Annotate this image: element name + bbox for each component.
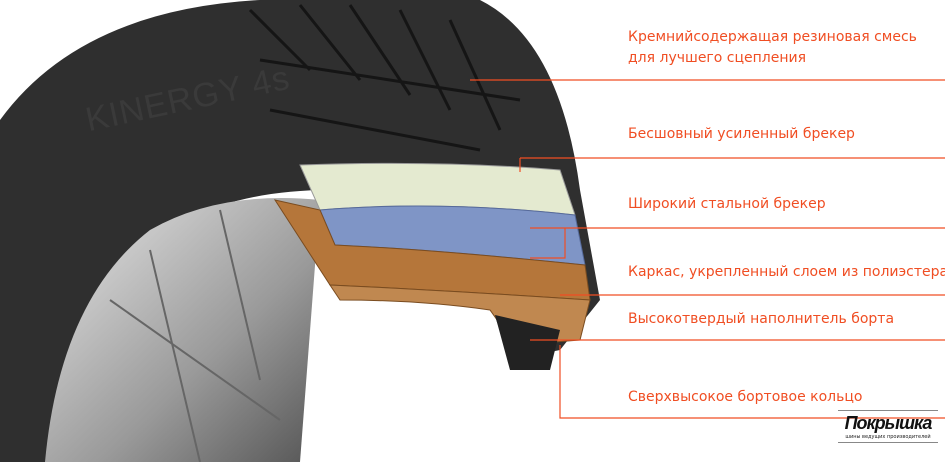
tread-pattern [248, 4, 521, 152]
label-steel-belt: Широкий стальной брекер [628, 196, 826, 212]
pokryshka-logo: Покрышка шины ведущих производителей [838, 410, 938, 443]
leader-lines [470, 79, 945, 419]
label-bead-filler: Высокотвердый наполнитель борта [628, 311, 895, 327]
label-line: для лучшего сцепления [628, 50, 807, 66]
label-seamless-belt: Бесшовный усиленный брекер [628, 126, 855, 142]
label-carcass: Каркас, укрепленный слоем из полиэстера [628, 264, 945, 280]
label-bead-ring: Сверхвысокое бортовое кольцо [628, 389, 863, 405]
bead-ring [495, 315, 560, 370]
logo-tagline: шины ведущих производителей [845, 434, 931, 440]
label-silica-compound: Кремнийсодержащая резиновая смесь для лу… [628, 27, 917, 69]
tire-body [0, 0, 600, 462]
wheel-rim [45, 198, 320, 462]
label-line: Кремнийсодержащая резиновая смесь [628, 29, 917, 45]
logo-name: Покрышка [844, 413, 933, 433]
